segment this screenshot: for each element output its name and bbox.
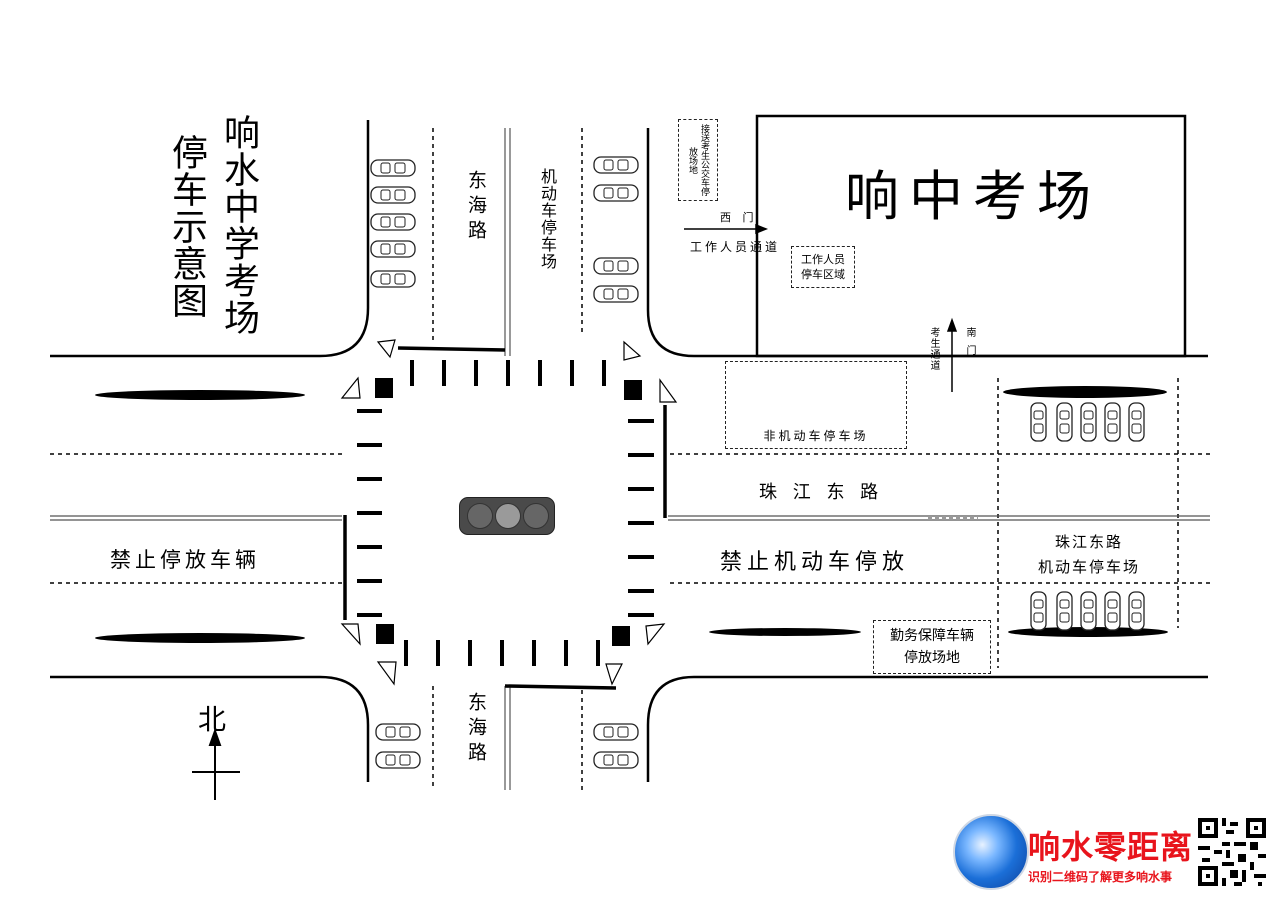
west-gate-label: 西 门 bbox=[720, 211, 758, 224]
exam-site-building bbox=[755, 114, 1187, 358]
road-label-zhujiang: 珠 江 东 路 bbox=[759, 482, 884, 503]
staff-parking-zone: 工作人员 停车区域 bbox=[791, 246, 855, 288]
north-label: 北 bbox=[198, 703, 227, 736]
no-parking-east: 禁止机动车停放 bbox=[720, 550, 910, 575]
traffic-light-icon bbox=[459, 497, 555, 535]
non-motor-parking-zone: 非机动车停车场 bbox=[725, 361, 907, 449]
car-icon bbox=[370, 159, 416, 288]
exam-site-name: 响中考场 bbox=[845, 165, 1101, 228]
road-label-donghai-south: 东海路 bbox=[465, 692, 487, 767]
zhujiang-parking-label: 珠江东路 机动车停车场 bbox=[1037, 533, 1140, 576]
motor-parking-lot-label: 机动车停车场 bbox=[538, 168, 557, 270]
car-icon bbox=[593, 723, 639, 769]
logo-swirl-icon bbox=[953, 814, 1029, 890]
curb-nw bbox=[50, 120, 370, 358]
car-icon bbox=[1030, 402, 1145, 442]
map-title-line2: 停车示意图 bbox=[166, 134, 207, 319]
map-title-line1: 响水中学考场 bbox=[218, 114, 259, 336]
car-icon bbox=[375, 723, 421, 769]
curb-se bbox=[646, 675, 1208, 782]
south-gate-label: 南门 bbox=[964, 327, 975, 363]
curb-sw bbox=[50, 675, 370, 782]
student-channel-label: 考生通道 bbox=[928, 327, 939, 371]
car-icon bbox=[1030, 591, 1145, 631]
north-arrow-icon bbox=[192, 728, 240, 800]
road-label-donghai-north: 东海路 bbox=[465, 170, 487, 245]
no-parking-west: 禁止停放车辆 bbox=[110, 548, 260, 572]
service-vehicle-zone: 勤务保障车辆 停放场地 bbox=[873, 620, 991, 674]
staff-channel-label: 工作人员通道 bbox=[690, 240, 781, 254]
logo-name: 响水零距离 bbox=[1028, 828, 1194, 866]
car-icon bbox=[593, 156, 639, 303]
shuttle-bus-zone: 接送考生公交车停放场地 bbox=[678, 119, 718, 201]
logo-tagline: 识别二维码了解更多响水事 bbox=[1028, 870, 1173, 884]
curb-ne bbox=[646, 128, 1208, 358]
qr-code-icon bbox=[1198, 818, 1266, 886]
